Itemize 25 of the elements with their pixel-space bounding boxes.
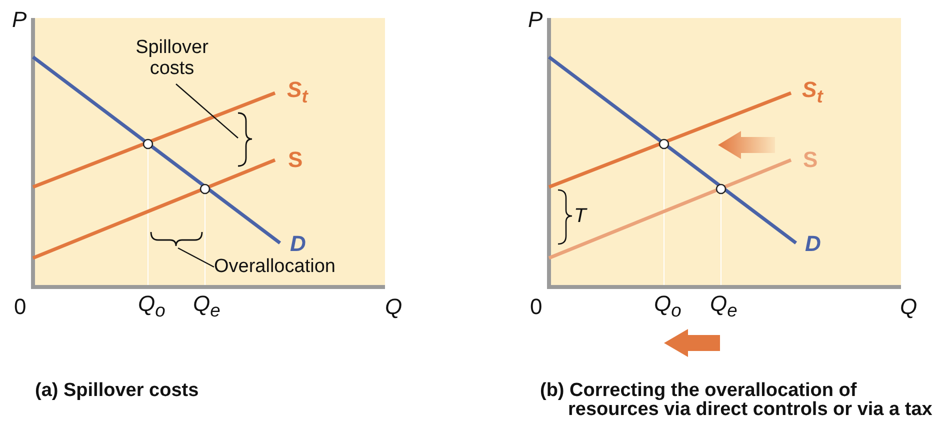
curve-label: D [805,232,821,256]
axis-label: Q$_{o}$ [654,292,682,321]
axis-label: Q [385,295,402,320]
curve-label: S$_{t}$ [287,78,308,107]
leader-line [176,84,238,138]
brace [150,232,203,247]
axis-label: Q [900,295,918,320]
callout-text: Spillover costs [120,38,224,80]
curve-label: S [288,148,303,172]
caption: (a) Spillover costs [35,381,199,402]
brace-label: T [574,205,586,227]
brace [238,112,253,167]
axis-label: 0 [530,295,542,320]
curve-label: S [803,148,818,172]
axis-label: Q$_{o}$ [138,292,166,321]
caption: (b) Correcting the overallocation of resources via direct controls or via a tax [540,381,934,419]
axis-label: Q$_{e}$ [193,292,220,321]
leader-line [178,247,214,268]
curve-label: D [290,232,306,256]
axis-label: Q$_{e}$ [710,292,738,321]
callout-text: Overallocation [214,257,374,278]
curve-label: S$_{t}$ [802,78,823,107]
axis-label: P [12,8,27,32]
axis-label: 0 [14,295,26,320]
axis-label: P [528,8,543,32]
